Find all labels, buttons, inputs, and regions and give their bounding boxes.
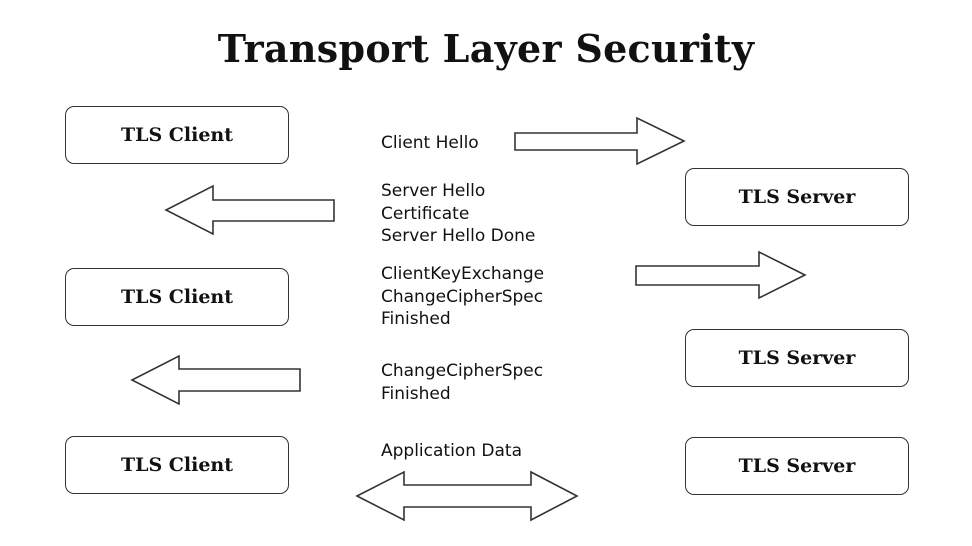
message-line: Client Hello <box>381 133 479 153</box>
message-line: Server Hello <box>381 181 486 201</box>
message-line: Certificate <box>381 203 470 224</box>
message-line: Finished <box>381 309 451 329</box>
message-line: Finished <box>381 383 451 404</box>
tls-server-box-1: TLS Server <box>685 168 909 226</box>
message-application-data: Application Data <box>381 440 522 463</box>
tls-client-box-2: TLS Client <box>65 268 289 326</box>
arrow-right-client-key-exchange <box>635 250 807 300</box>
message-line: Application Data <box>381 441 522 461</box>
message-client-hello: Client Hello <box>381 132 479 155</box>
message-line: Server Hello Done <box>381 226 536 246</box>
message-line: ChangeCipherSpec <box>381 361 544 381</box>
message-line: ChangeCipherSpec <box>381 286 544 307</box>
message-client-key-exchange: ClientKeyExchange ChangeCipherSpec Finis… <box>381 263 544 331</box>
arrow-left-server-finished <box>130 354 301 406</box>
message-server-finished: ChangeCipherSpec Finished <box>381 360 543 405</box>
arrow-left-server-hello <box>164 184 335 236</box>
tls-client-box-3: TLS Client <box>65 436 289 494</box>
tls-client-box-1: TLS Client <box>65 106 289 164</box>
diagram-title: Transport Layer Security <box>217 26 755 71</box>
message-server-hello: Server Hello Certificate Server Hello Do… <box>381 180 535 248</box>
arrow-bidirectional-application-data <box>355 470 579 522</box>
tls-server-box-3: TLS Server <box>685 437 909 495</box>
arrow-right-client-hello <box>514 116 686 166</box>
message-line: ClientKeyExchange <box>381 264 545 284</box>
tls-server-box-2: TLS Server <box>685 329 909 387</box>
